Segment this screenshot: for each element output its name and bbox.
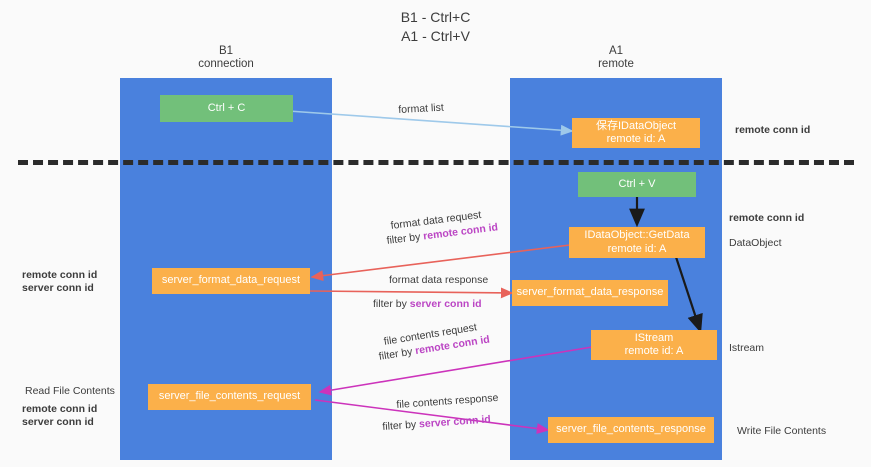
node-server-file-contents-request[interactable]: server_file_contents_request	[148, 384, 311, 410]
node-istream[interactable]: IStream remote id: A	[591, 330, 717, 360]
node-save-idataobject[interactable]: 保存IDataObject remote id: A	[572, 118, 700, 148]
lane-header-a1: A1 remote	[510, 45, 722, 71]
annotation-istream: Istream	[729, 342, 765, 354]
lane-b1-role: connection	[198, 58, 254, 70]
page-title: B1 - Ctrl+C A1 - Ctrl+V	[0, 8, 871, 46]
node-server-file-contents-request-label: server_file_contents_request	[158, 390, 301, 403]
node-idataobject-getdata[interactable]: IDataObject::GetData remote id: A	[569, 227, 705, 258]
annotation-dataobject: DataObject	[729, 237, 782, 249]
filter-prefix: filter by	[386, 230, 424, 247]
annotation-read-file-contents: Read File Contents	[25, 385, 115, 397]
node-idataobject-getdata-line2: remote id: A	[607, 242, 667, 255]
edge-label-format-data-response: format data response	[389, 274, 489, 286]
node-ctrl-v[interactable]: Ctrl + V	[578, 172, 696, 197]
edge-label-file-contents-response: file contents response	[396, 391, 499, 411]
filter-prefix: filter by	[373, 298, 410, 310]
annotation-write-file-contents: Write File Contents	[737, 425, 827, 437]
node-save-idataobject-line1: 保存IDataObject	[595, 119, 677, 132]
title-line-2: A1 - Ctrl+V	[401, 28, 470, 44]
edge-label-format-list: format list	[398, 101, 445, 116]
annotation-left-bottom-remote-conn-id: remote conn id	[22, 403, 98, 415]
node-istream-line1: IStream	[634, 331, 674, 344]
annotation-left-remote-conn-id: remote conn id	[22, 269, 98, 281]
node-server-file-contents-response-label: server_file_contents_response	[556, 423, 706, 436]
node-server-format-data-response-label: server_format_data_response	[516, 286, 664, 299]
filter-prefix: filter by	[382, 418, 420, 433]
title-line-1: B1 - Ctrl+C	[400, 9, 471, 25]
node-save-idataobject-line2: remote id: A	[606, 133, 666, 145]
edge-label-format-data-response-filter: filter by server conn id	[373, 298, 482, 311]
node-ctrl-c[interactable]: Ctrl + C	[160, 95, 293, 122]
lane-a1-name: A1	[608, 45, 624, 57]
node-ctrl-c-label: Ctrl + C	[207, 101, 246, 114]
annotation-left-server-conn-id: server conn id	[22, 282, 94, 294]
node-server-file-contents-response[interactable]: server_file_contents_response	[548, 417, 714, 443]
edge-format-data-response	[309, 287, 514, 299]
lane-b1-name: B1	[218, 45, 234, 57]
annotation-left-bottom-server-conn-id: server conn id	[22, 416, 94, 428]
edge-label-file-contents-response-filter: filter by server conn id	[382, 413, 491, 434]
lane-header-b1: B1 connection	[120, 45, 332, 71]
node-server-format-data-request[interactable]: server_format_data_request	[152, 268, 310, 294]
lane-a1-role: remote	[598, 58, 634, 70]
filter-prefix: filter by	[378, 345, 417, 363]
node-server-format-data-request-label: server_format_data_request	[161, 274, 301, 287]
node-ctrl-v-label: Ctrl + V	[618, 177, 656, 190]
filter-key-server-conn-id: server conn id	[409, 298, 482, 310]
phase-divider	[18, 160, 854, 165]
node-server-format-data-response[interactable]: server_format_data_response	[512, 280, 668, 306]
node-idataobject-getdata-line1: IDataObject::GetData	[584, 229, 690, 241]
filter-key-server-conn-id: server conn id	[418, 413, 492, 431]
annotation-right-top-remote-conn-id: remote conn id	[735, 124, 811, 136]
annotation-right-mid-remote-conn-id: remote conn id	[729, 212, 805, 224]
node-istream-line2: remote id: A	[624, 345, 684, 357]
